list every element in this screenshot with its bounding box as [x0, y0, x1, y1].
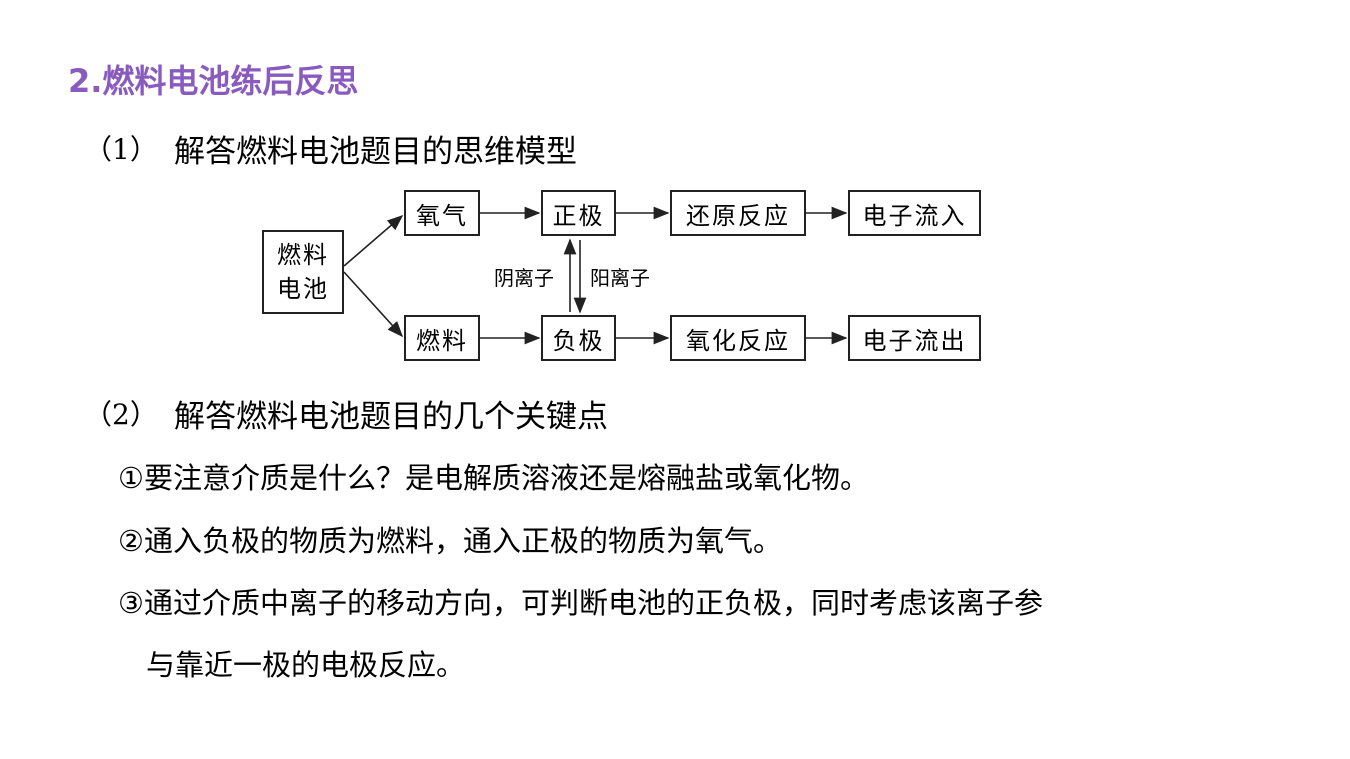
key-point-1: ①要注意介质是什么？是电解质溶液还是熔融盐或氧化物。	[118, 461, 869, 495]
cation-label: 阳离子	[590, 266, 650, 290]
section-1-number: （1）	[84, 133, 158, 166]
arrow-to-fuel	[343, 271, 404, 338]
fuel-cell-box: 燃料 电池	[262, 230, 344, 314]
section-2-number: （2）	[84, 398, 158, 431]
anion-label: 阴离子	[494, 266, 554, 290]
electron-outflow-box: 电子流出	[848, 315, 981, 361]
section-2-heading: 解答燃料电池题目的几个关键点	[174, 399, 608, 435]
key-point-3-continued: 与靠近一极的电极反应。	[146, 648, 466, 682]
oxygen-box: 氧气	[404, 190, 480, 236]
negative-electrode-box: 负极	[541, 315, 616, 361]
oxidation-reaction-box: 氧化反应	[670, 315, 806, 361]
section-1-heading: 解答燃料电池题目的思维模型	[174, 134, 577, 170]
key-point-3: ③通过介质中离子的移动方向，可判断电池的正负极，同时考虑该离子参	[118, 586, 1043, 620]
fuel-cell-label-line1: 燃料	[277, 241, 329, 269]
fuel-box: 燃料	[404, 315, 480, 361]
positive-electrode-box: 正极	[541, 190, 616, 236]
fuel-cell-label-line2: 电池	[277, 275, 329, 303]
reduction-reaction-box: 还原反应	[670, 190, 806, 236]
arrow-to-oxygen	[343, 214, 404, 267]
key-point-2: ②通入负极的物质为燃料，通入正极的物质为氧气。	[118, 524, 782, 558]
page-title: 2.燃料电池练后反思	[68, 62, 359, 100]
electron-inflow-box: 电子流入	[848, 190, 981, 236]
